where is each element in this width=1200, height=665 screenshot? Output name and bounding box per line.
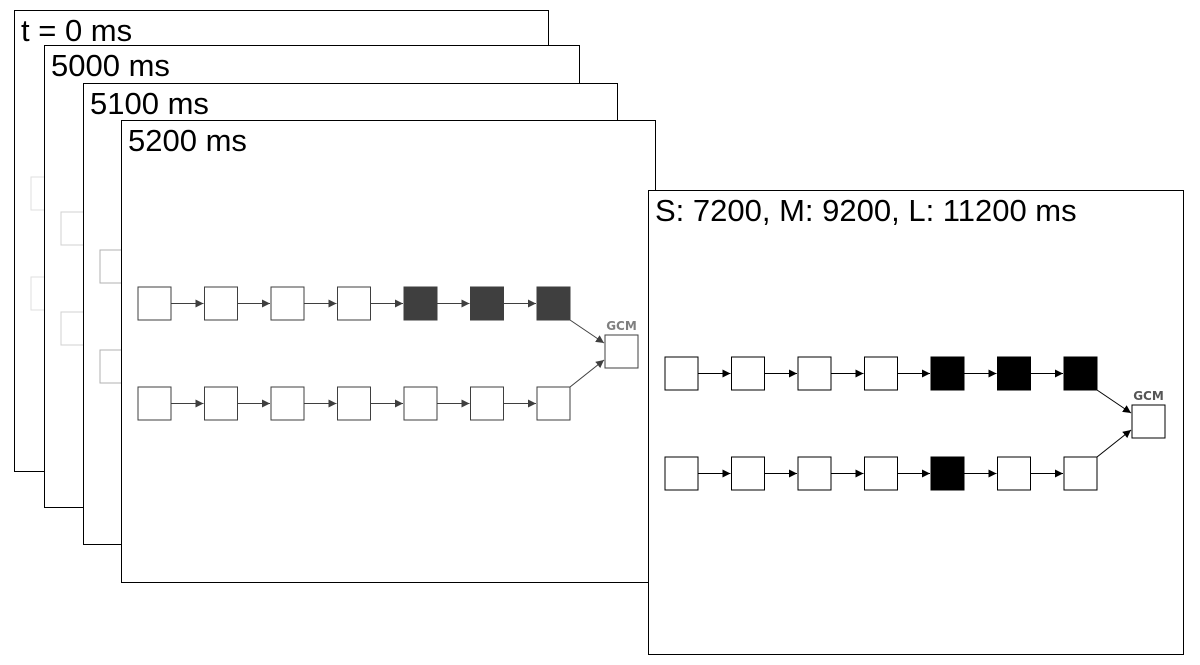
empty-node (664, 456, 699, 491)
empty-node (1063, 456, 1098, 491)
filled-node (403, 286, 438, 321)
gcm-arrow (1096, 389, 1132, 414)
gcm-arrow (1096, 429, 1132, 458)
chain-diagram: GCM (664, 356, 1166, 491)
chain-diagram: GCM (137, 286, 639, 421)
frame-5200: GCM 5200 ms (121, 120, 656, 583)
gcm-arrow (569, 359, 605, 388)
empty-node (664, 356, 699, 391)
gcm-arrow (569, 319, 605, 344)
frame-title: 5000 ms (51, 48, 170, 83)
empty-node (337, 286, 371, 321)
empty-node (864, 356, 898, 391)
frame-title: S: 7200, M: 9200, L: 11200 ms (655, 193, 1077, 228)
gcm-node (1131, 404, 1166, 439)
filled-node (930, 356, 965, 391)
frame-title: t = 0 ms (21, 13, 133, 48)
diagram-group: GCM (664, 356, 1166, 491)
filled-node (997, 356, 1031, 391)
empty-node (470, 386, 504, 421)
empty-node (270, 386, 305, 421)
empty-node (536, 386, 571, 421)
gcm-label: GCM (606, 319, 637, 333)
empty-node (204, 286, 238, 321)
frame-title: 5200 ms (128, 123, 247, 158)
frame-final: GCM S: 7200, M: 9200, L: 11200 ms (648, 190, 1184, 655)
empty-node (137, 386, 172, 421)
filled-node (1063, 356, 1098, 391)
filled-node (470, 286, 504, 321)
empty-node (731, 356, 765, 391)
empty-node (997, 456, 1031, 491)
empty-node (270, 286, 305, 321)
empty-node (864, 456, 898, 491)
empty-node (204, 386, 238, 421)
gcm-node (604, 334, 639, 369)
gcm-label: GCM (1133, 389, 1164, 403)
empty-node (731, 456, 765, 491)
empty-node (137, 286, 172, 321)
empty-node (337, 386, 371, 421)
empty-node (797, 356, 832, 391)
filled-node (930, 456, 965, 491)
empty-node (403, 386, 438, 421)
frame-title: 5100 ms (90, 86, 209, 121)
empty-node (797, 456, 832, 491)
filled-node (536, 286, 571, 321)
diagram-group: GCM (137, 286, 639, 421)
